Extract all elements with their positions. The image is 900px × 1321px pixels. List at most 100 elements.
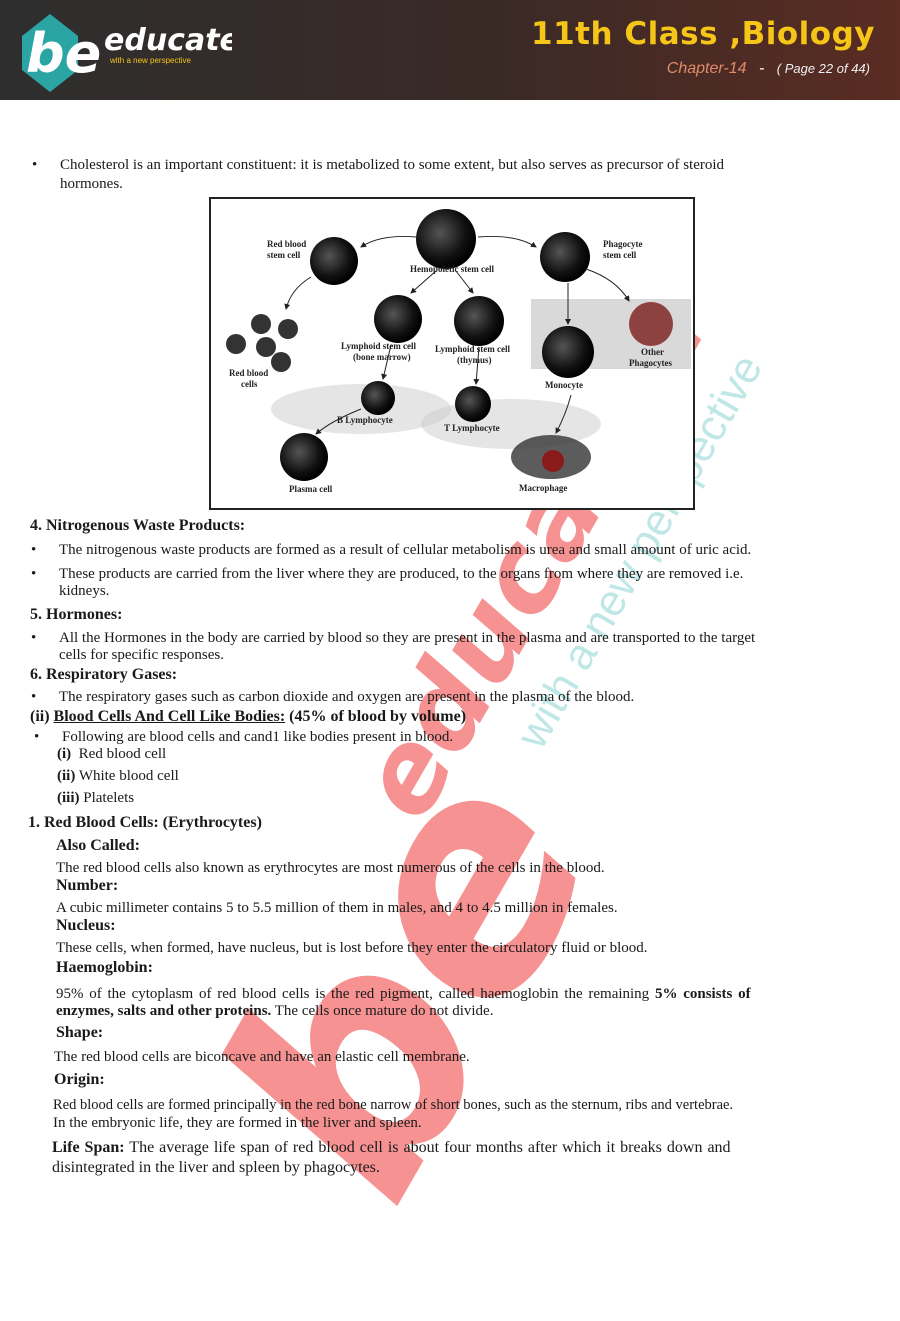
label-lymph-thymus: Lymphoid stem cell xyxy=(435,344,511,354)
label-red-stem-2: stem cell xyxy=(267,250,301,260)
section-4-heading: 4. Nitrogenous Waste Products: xyxy=(30,517,246,534)
lymphoid-stem-cell-thymus xyxy=(454,296,504,346)
arrow xyxy=(381,344,392,380)
section-5-bullet-1-cont: cells for specific responses. xyxy=(59,647,224,663)
section-5-bullet-1: All the Hormones in the body are carried… xyxy=(31,630,755,647)
b-lymphocyte-cell xyxy=(361,381,395,415)
blood-cells-title: Blood Cells And Cell Like Bodies: xyxy=(53,708,286,725)
origin-heading: Origin: xyxy=(54,1071,105,1088)
list-text: Red blood cell xyxy=(78,746,167,762)
logo-tagline: with a new perspective xyxy=(109,56,191,65)
label-other: Other xyxy=(641,347,664,357)
nucleus-heading: Nucleus: xyxy=(56,917,116,934)
chapter-label: Chapter-14 xyxy=(666,60,747,77)
list-text: Platelets xyxy=(83,790,135,806)
haemoglobin-part-b: 5% consists of xyxy=(654,986,751,1002)
section-6-heading: 6. Respiratory Gases: xyxy=(30,666,178,683)
label-lymph-bone: Lymphoid stem cell xyxy=(341,341,417,351)
haemoglobin-part-a: 95% of the cytoplasm of red blood cells … xyxy=(56,986,650,1002)
macrophage-nucleus xyxy=(542,450,564,472)
logo-be: be xyxy=(26,22,101,85)
haemoglobin-part-c: enzymes, salts and other proteins. xyxy=(56,1003,272,1019)
label-other-2: Phagocytes xyxy=(629,358,672,368)
arrow xyxy=(455,270,474,294)
arrow xyxy=(360,236,417,248)
list-item: (iii) Platelets xyxy=(57,790,134,807)
shape-heading: Shape: xyxy=(56,1024,104,1041)
red-blood-cell xyxy=(251,314,271,334)
chapter-info: Chapter-14 - ( Page 22 of 44) xyxy=(667,60,870,78)
section-4-bullet-2-cont: kidneys. xyxy=(59,583,110,599)
arrow xyxy=(555,394,572,434)
blood-cells-suffix: (45% of blood by volume) xyxy=(289,708,467,725)
list-num: (iii) xyxy=(57,790,80,806)
arrow xyxy=(410,270,437,294)
section-4-bullet-1: The nitrogenous waste products are forme… xyxy=(31,542,751,559)
arrow xyxy=(284,276,312,310)
hemopoietic-stem-cell xyxy=(416,209,476,269)
shape-text: The red blood cells are biconcave and ha… xyxy=(54,1049,470,1065)
page-number: ( Page 22 of 44) xyxy=(776,61,870,76)
haemoglobin-text-2: enzymes, salts and other proteins. The c… xyxy=(56,1003,493,1020)
list-text: White blood cell xyxy=(78,768,179,784)
list-num: (ii) xyxy=(57,768,76,784)
nucleus-text: These cells, when formed, have nucleus, … xyxy=(56,940,648,956)
red-blood-cell xyxy=(278,319,298,339)
label-phagocyte: Phagocyte xyxy=(603,239,643,249)
t-lymphocyte-cell xyxy=(455,386,491,422)
label-lymph-bone-2: (bone marrow) xyxy=(353,352,411,362)
hemopoiesis-diagram: Hemopoietic stem cell Red blood stem cel… xyxy=(209,197,695,510)
list-item: (i) Red blood cell xyxy=(57,746,166,763)
label-plasma-cell: Plasma cell xyxy=(289,484,333,494)
also-called-text: The red blood cells also known as erythr… xyxy=(56,860,605,876)
monocyte-cell xyxy=(542,326,594,378)
also-called-heading: Also Called: xyxy=(56,837,140,854)
section-5-heading: 5. Hormones: xyxy=(30,606,123,623)
lymphoid-stem-cell-bone xyxy=(374,295,422,343)
haemoglobin-text-1: 95% of the cytoplasm of red blood cells … xyxy=(56,986,751,1003)
arrow xyxy=(473,346,480,385)
blood-cells-prefix: (ii) xyxy=(30,708,50,725)
plasma-cell xyxy=(280,433,328,481)
label-red-stem: Red blood xyxy=(267,239,306,249)
arrow xyxy=(477,236,537,248)
haemoglobin-heading: Haemoglobin: xyxy=(56,959,153,976)
intro-text: Cholesterol is an important constituent:… xyxy=(32,157,724,174)
red-blood-stem-cell xyxy=(310,237,358,285)
label-phagocyte-2: stem cell xyxy=(603,250,637,260)
label-red-cells: Red blood xyxy=(229,368,268,378)
list-num: (i) xyxy=(57,746,72,762)
life-span-heading: Life Span: xyxy=(52,1139,125,1156)
beeducated-logo: be educated with a new perspective xyxy=(22,14,232,92)
life-span-part-a: The average life span of red blood cell … xyxy=(129,1139,731,1156)
label-macrophage: Macrophage xyxy=(519,483,567,493)
separator: - xyxy=(758,60,765,77)
label-b-lymphocyte: B Lymphocyte xyxy=(337,415,393,425)
life-span-text-1: Life Span: The average life span of red … xyxy=(52,1139,731,1156)
intro-text-cont: hormones. xyxy=(60,176,123,192)
section-4-bullet-2: These products are carried from the live… xyxy=(31,566,743,583)
other-phagocyte-cell xyxy=(629,302,673,346)
label-red-cells-2: cells xyxy=(241,379,258,389)
origin-text-2: In the embryonic life, they are formed i… xyxy=(53,1115,422,1131)
life-span-text-2: disintegrated in the liver and spleen by… xyxy=(52,1159,380,1176)
haemoglobin-part-d: The cells once mature do not divide. xyxy=(274,1003,494,1019)
list-item: (ii) White blood cell xyxy=(57,768,179,785)
blood-cells-bullet: Following are blood cells and cand1 like… xyxy=(34,729,453,746)
label-t-lymphocyte: T Lymphocyte xyxy=(444,423,500,433)
origin-text-1: Red blood cells are formed principally i… xyxy=(53,1097,734,1113)
page-header: be educated with a new perspective 11th … xyxy=(0,0,900,100)
label-monocyte: Monocyte xyxy=(545,380,583,390)
arrow xyxy=(315,408,362,435)
logo-word: educated xyxy=(104,23,232,58)
blood-cells-heading: (ii) Blood Cells And Cell Like Bodies: (… xyxy=(30,708,466,725)
section-6-bullet-1: The respiratory gases such as carbon dio… xyxy=(31,689,634,706)
rbc-heading: 1. Red Blood Cells: (Erythrocytes) xyxy=(28,814,262,831)
label-lymph-thymus-2: (thymus) xyxy=(457,355,492,365)
phagocyte-stem-cell xyxy=(540,232,590,282)
red-blood-cell xyxy=(256,337,276,357)
number-text: A cubic millimeter contains 5 to 5.5 mil… xyxy=(56,900,618,916)
arrow xyxy=(585,268,630,302)
red-blood-cell xyxy=(226,334,246,354)
